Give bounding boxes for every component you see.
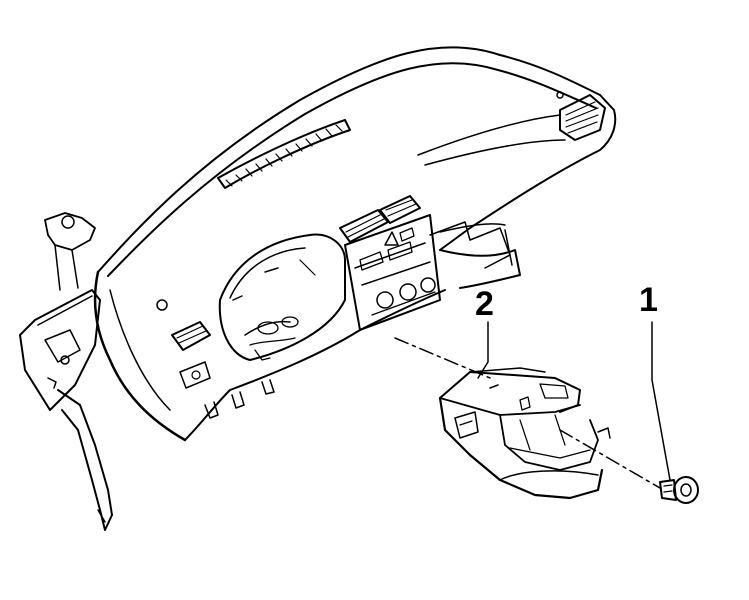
left-air-vent: [156, 299, 211, 389]
callout-2-label: 2: [475, 285, 494, 323]
right-support-bracket: [429, 221, 511, 269]
instrument-cluster-opening: [218, 233, 346, 361]
dashboard-body: [19, 46, 617, 531]
screw: [659, 476, 699, 504]
glovebox: [438, 367, 611, 500]
right-air-vent: [556, 91, 606, 141]
callout-1-label: 1: [639, 281, 658, 319]
leader-lines: [477, 321, 671, 481]
under-dash-brackets: [204, 379, 275, 419]
center-console: [344, 214, 441, 331]
center-air-vents: [339, 195, 421, 246]
alignment-lines: [394, 337, 661, 489]
defrost-vent: [217, 119, 351, 189]
